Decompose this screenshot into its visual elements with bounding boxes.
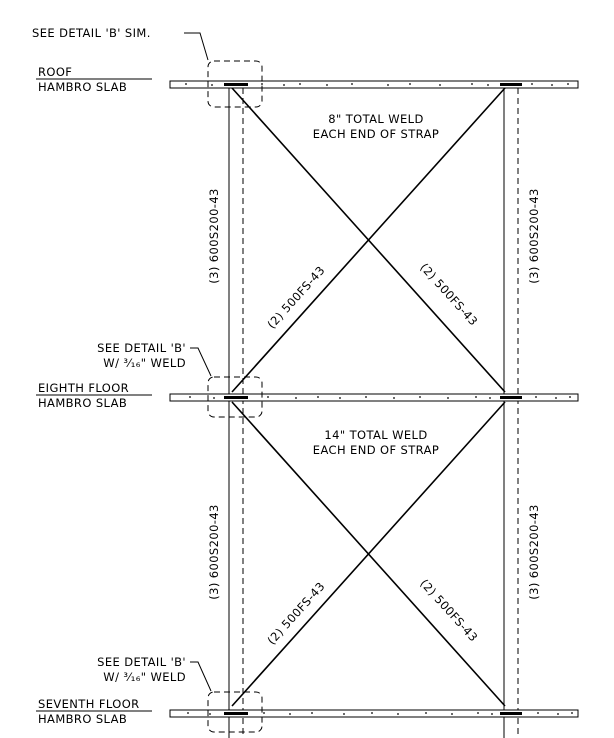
level-name-eighth: EIGHTH FLOOR xyxy=(38,381,129,395)
lower-right-stud-label: (3) 600S200-43 xyxy=(527,504,541,600)
eighth-slab-aggregate xyxy=(189,396,571,399)
lower-strap-right-label: (2) 500FS-43 xyxy=(417,576,480,644)
level-name-seventh: SEVENTH FLOOR xyxy=(38,697,140,711)
detail-b-box-roof xyxy=(207,60,263,108)
eighth-slab-rect xyxy=(169,393,579,402)
upper-weld-note-line1: 8" TOTAL WELD xyxy=(328,112,424,126)
lower-left-stud-label: (3) 600S200-43 xyxy=(207,504,221,600)
seventh-slab-aggregate xyxy=(187,712,573,715)
upper-right-stud-label: (3) 600S200-43 xyxy=(527,188,541,284)
lower-weld-note-line2: EACH END OF STRAP xyxy=(313,443,439,457)
level-slab-eighth: HAMBRO SLAB xyxy=(38,396,127,410)
seventh-slab-rect xyxy=(169,709,579,718)
x-straps xyxy=(231,87,506,707)
level-slab-roof: HAMBRO SLAB xyxy=(38,80,127,94)
detail-b-box-eighth xyxy=(207,376,263,418)
level-slab-seventh: HAMBRO SLAB xyxy=(38,712,127,726)
slab-roof xyxy=(169,80,579,89)
leader-detail-sim xyxy=(184,32,209,61)
lower-strap-ascending xyxy=(231,401,506,707)
roof-slab-rect xyxy=(169,80,579,89)
slab-seventh-floor xyxy=(169,709,579,718)
stud-columns xyxy=(228,82,519,738)
roof-slab-aggregate xyxy=(185,83,569,86)
level-label-seventh: SEVENTH FLOOR HAMBRO SLAB xyxy=(36,697,152,726)
level-label-roof: ROOF HAMBRO SLAB xyxy=(36,65,152,94)
upper-weld-note-line2: EACH END OF STRAP xyxy=(313,127,439,141)
level-name-roof: ROOF xyxy=(38,65,72,79)
callout-detail-b-seventh-line2: W/ ³⁄₁₆" WELD xyxy=(103,670,186,684)
leader-detail-seventh xyxy=(190,661,212,692)
lower-weld-note-line1: 14" TOTAL WELD xyxy=(324,428,427,442)
level-label-eighth: EIGHTH FLOOR HAMBRO SLAB xyxy=(36,381,152,410)
upper-strap-right-label: (2) 500FS-43 xyxy=(417,260,480,328)
callout-detail-b-eighth-line1: SEE DETAIL 'B' xyxy=(97,341,186,355)
lower-strap-left-label: (2) 500FS-43 xyxy=(264,579,327,647)
leader-detail-eighth xyxy=(190,347,212,377)
slab-eighth-floor xyxy=(169,393,579,402)
upper-strap-ascending xyxy=(231,87,506,393)
upper-left-stud-label: (3) 600S200-43 xyxy=(207,188,221,284)
callout-detail-b-seventh-line1: SEE DETAIL 'B' xyxy=(97,655,186,669)
detail-b-box-seventh xyxy=(207,691,263,733)
callout-detail-b-eighth-line2: W/ ³⁄₁₆" WELD xyxy=(103,356,186,370)
callout-detail-b-sim: SEE DETAIL 'B' SIM. xyxy=(32,26,151,40)
